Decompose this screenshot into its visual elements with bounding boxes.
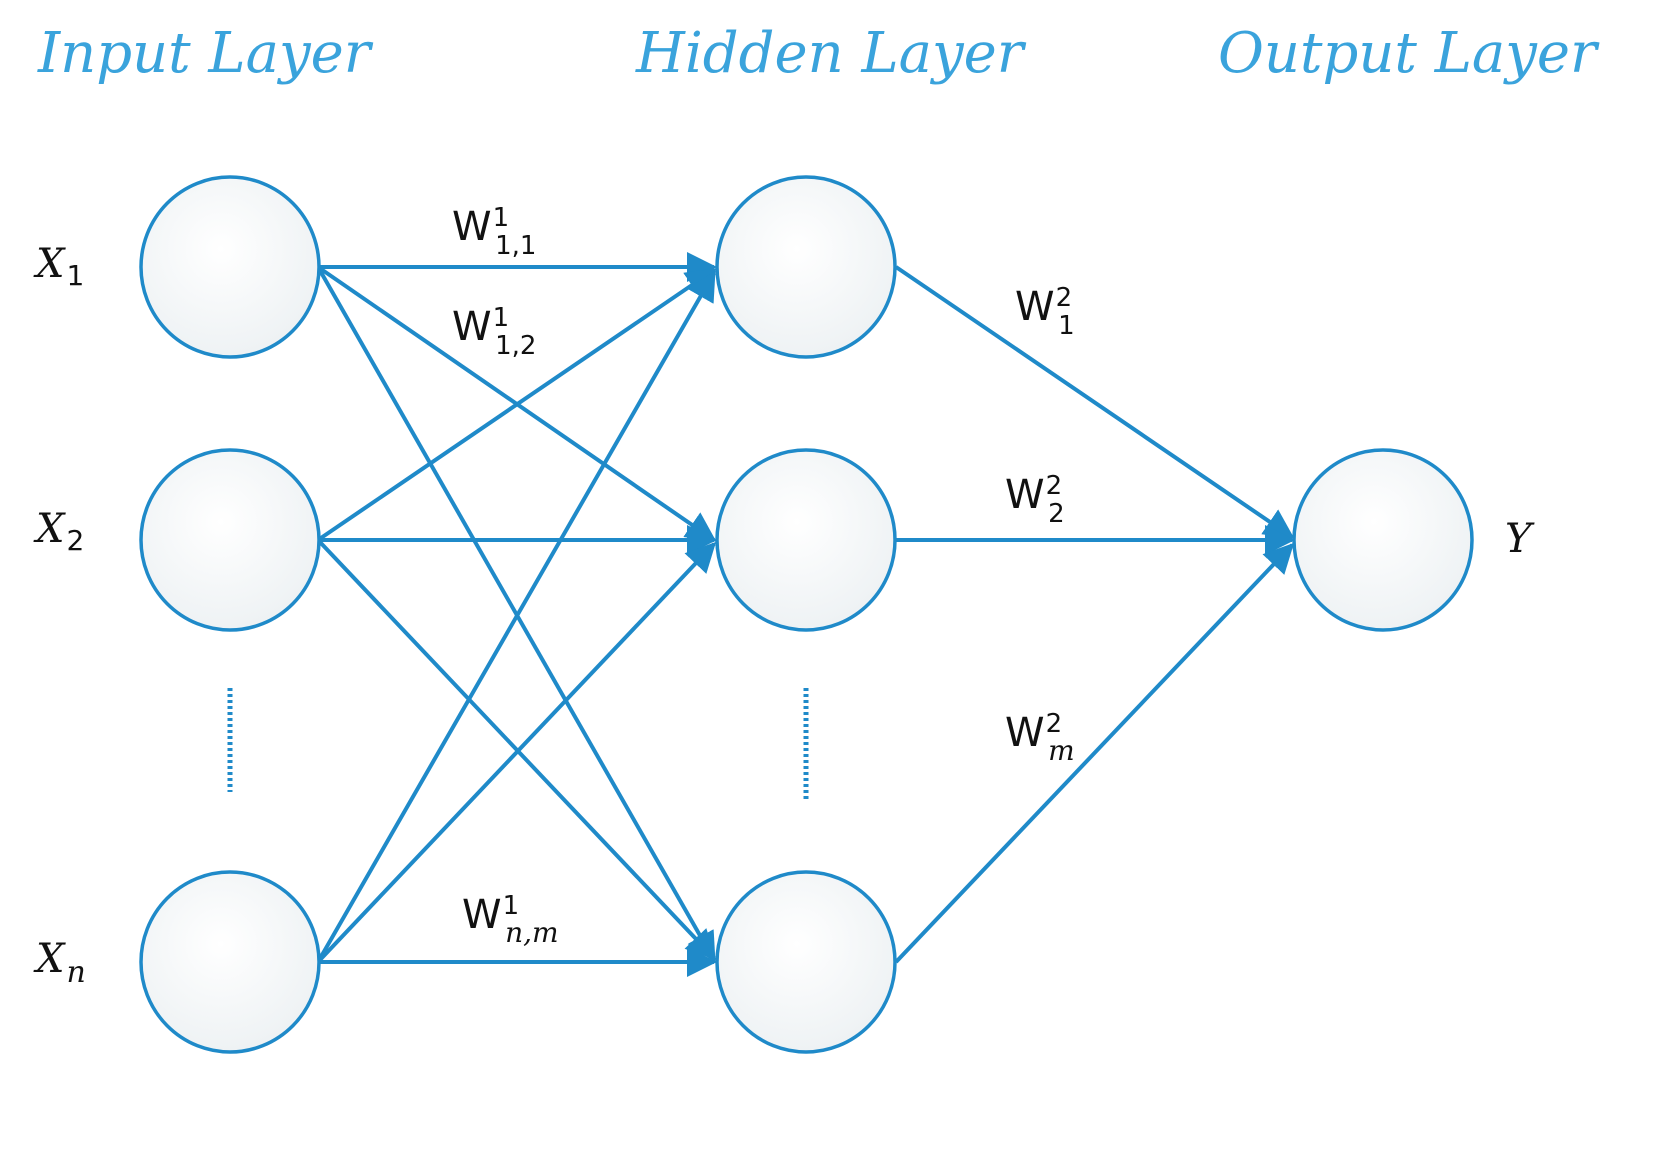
connections-layer2 [894,265,1295,964]
input-label-n: Xn [33,936,86,990]
hidden-layer-title: Hidden Layer [635,21,1027,86]
input-node-1 [139,175,321,359]
input-label-1: X1 [33,241,84,292]
hidden-node-m [715,870,897,1054]
input-node-n [139,870,321,1054]
edge-hm-y [894,542,1295,964]
output-nodes [1292,448,1474,632]
edge-xn-h2 [316,541,717,964]
output-label: Y [1505,516,1535,562]
output-node [1292,448,1474,632]
hidden-nodes [715,175,897,1054]
input-node-2 [139,448,321,632]
connections-layer1 [316,252,717,977]
input-label-2: X2 [33,506,84,557]
edge-x2-hm [316,538,717,961]
input-nodes [139,175,321,1054]
hidden-node-2 [715,448,897,632]
edge-h1-y [894,265,1295,539]
edge-xn-h1 [316,270,716,963]
edge-x2-h1 [316,268,717,542]
output-layer-title: Output Layer [1218,21,1600,86]
hidden-node-1 [715,175,897,359]
input-layer-title: Input Layer [37,21,374,86]
